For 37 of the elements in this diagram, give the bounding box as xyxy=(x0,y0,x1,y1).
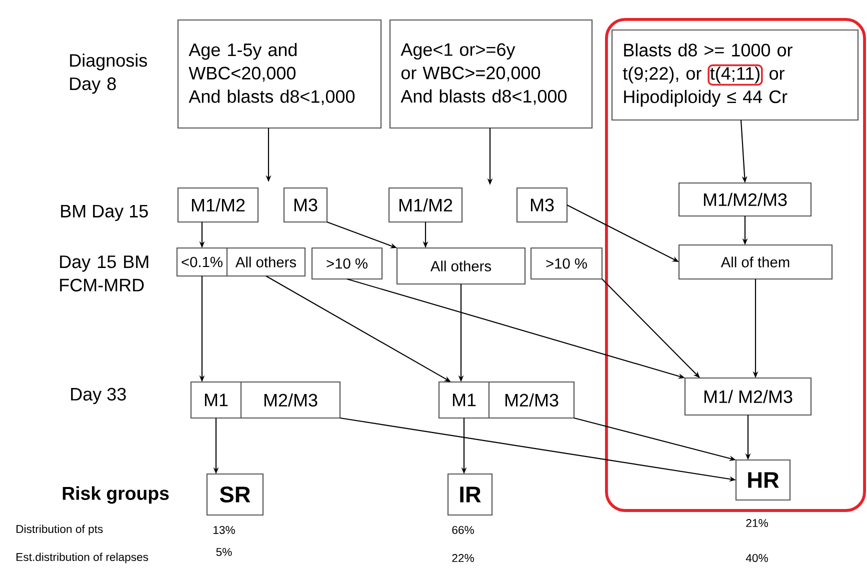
criteria-box: Age<1 or>=6y or WBC>=20,000 And blasts d8<1,000 xyxy=(389,19,593,129)
result-box: M1/M2 xyxy=(177,187,259,223)
risk-group-box: HR xyxy=(735,459,791,501)
result-box: M1 xyxy=(190,381,242,419)
percentage: 5% xyxy=(216,548,232,556)
risk-group-box: SR xyxy=(206,473,264,516)
percentage: 66% xyxy=(452,526,474,534)
result-box: >10 % xyxy=(530,247,603,280)
result-box: M1 xyxy=(438,381,490,419)
result-box: All others xyxy=(226,247,306,277)
row-label: Day 33 xyxy=(71,388,126,404)
row-label: Diagnosis Day 8 xyxy=(70,54,147,94)
result-box: All others xyxy=(396,247,526,285)
criteria-box: Blasts d8 >= 1000 or t(9;22), or t(4;11) or Hipodiploidy ≤ 44 Cr xyxy=(611,29,859,121)
percentage: 22% xyxy=(452,554,474,562)
percentage: 40% xyxy=(746,554,768,562)
row-label: Day 15 BM FCM-MRD xyxy=(60,256,148,292)
result-box: M3 xyxy=(516,187,568,223)
percentage: 21% xyxy=(746,519,768,527)
result-box: M2/M3 xyxy=(488,381,575,419)
row-label: Distribution of pts xyxy=(16,524,103,536)
result-box: M1/M2/M3 xyxy=(678,182,812,217)
row-label: Risk groups xyxy=(62,486,169,504)
highlight-frame xyxy=(605,18,866,512)
result-box: >10 % xyxy=(311,247,383,280)
percentage: 13% xyxy=(214,526,235,534)
row-label: BM Day 15 xyxy=(61,204,148,222)
highlight-box: t(4;11) xyxy=(708,64,763,86)
row-label: Est.distribution of relapses xyxy=(16,552,148,564)
result-box: All of them xyxy=(678,244,833,280)
result-box: <0.1% xyxy=(176,247,228,277)
result-box: M1/M2 xyxy=(388,187,463,223)
result-box: M1/ M2/M3 xyxy=(684,377,812,416)
result-box: M2/M3 xyxy=(240,381,341,419)
criteria-box: Age 1-5y and WBC<20,000 And blasts d8<1,000 xyxy=(177,19,382,129)
risk-group-box: IR xyxy=(447,473,493,516)
result-box: M3 xyxy=(283,187,328,223)
